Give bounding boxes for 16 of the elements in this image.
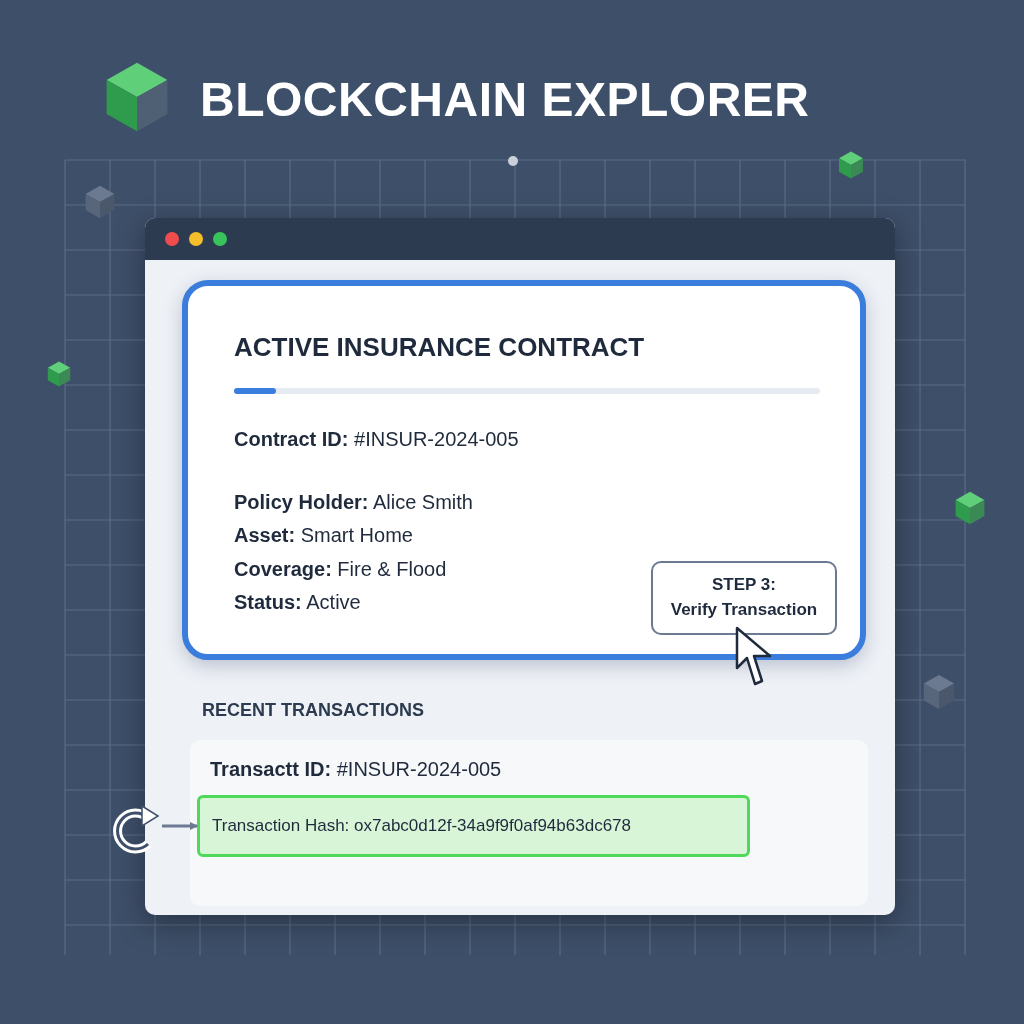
browser-window [145, 218, 895, 915]
field-text: Contract ID: #INSUR-2024-005 [234, 428, 519, 451]
contract-card [182, 280, 866, 660]
hash-field: Transaction Hash: ox7abc0d12f-34a9f9f0af94b63dc678 [197, 795, 750, 857]
field-text: Policy Holder: Alice Smith [234, 491, 473, 514]
field-text: Asset: Smart Home [234, 524, 413, 547]
arrow [162, 822, 198, 830]
page-title: BLOCKCHAIN EXPLORER [200, 72, 810, 127]
card-heading: ACTIVE INSURANCE CONTRACT [234, 332, 645, 363]
callout-text: Verify Transaction [670, 599, 818, 621]
callout-bubble [651, 561, 837, 635]
field-text: Status: Active [234, 591, 361, 614]
callout-text: STEP 3: [712, 574, 776, 597]
section-heading: RECENT TRANSACTIONS [202, 700, 424, 721]
field-text: Transactt ID: #INSUR-2024-005 [210, 758, 502, 781]
field-text: Coverage: Fire & Flood [234, 558, 447, 581]
